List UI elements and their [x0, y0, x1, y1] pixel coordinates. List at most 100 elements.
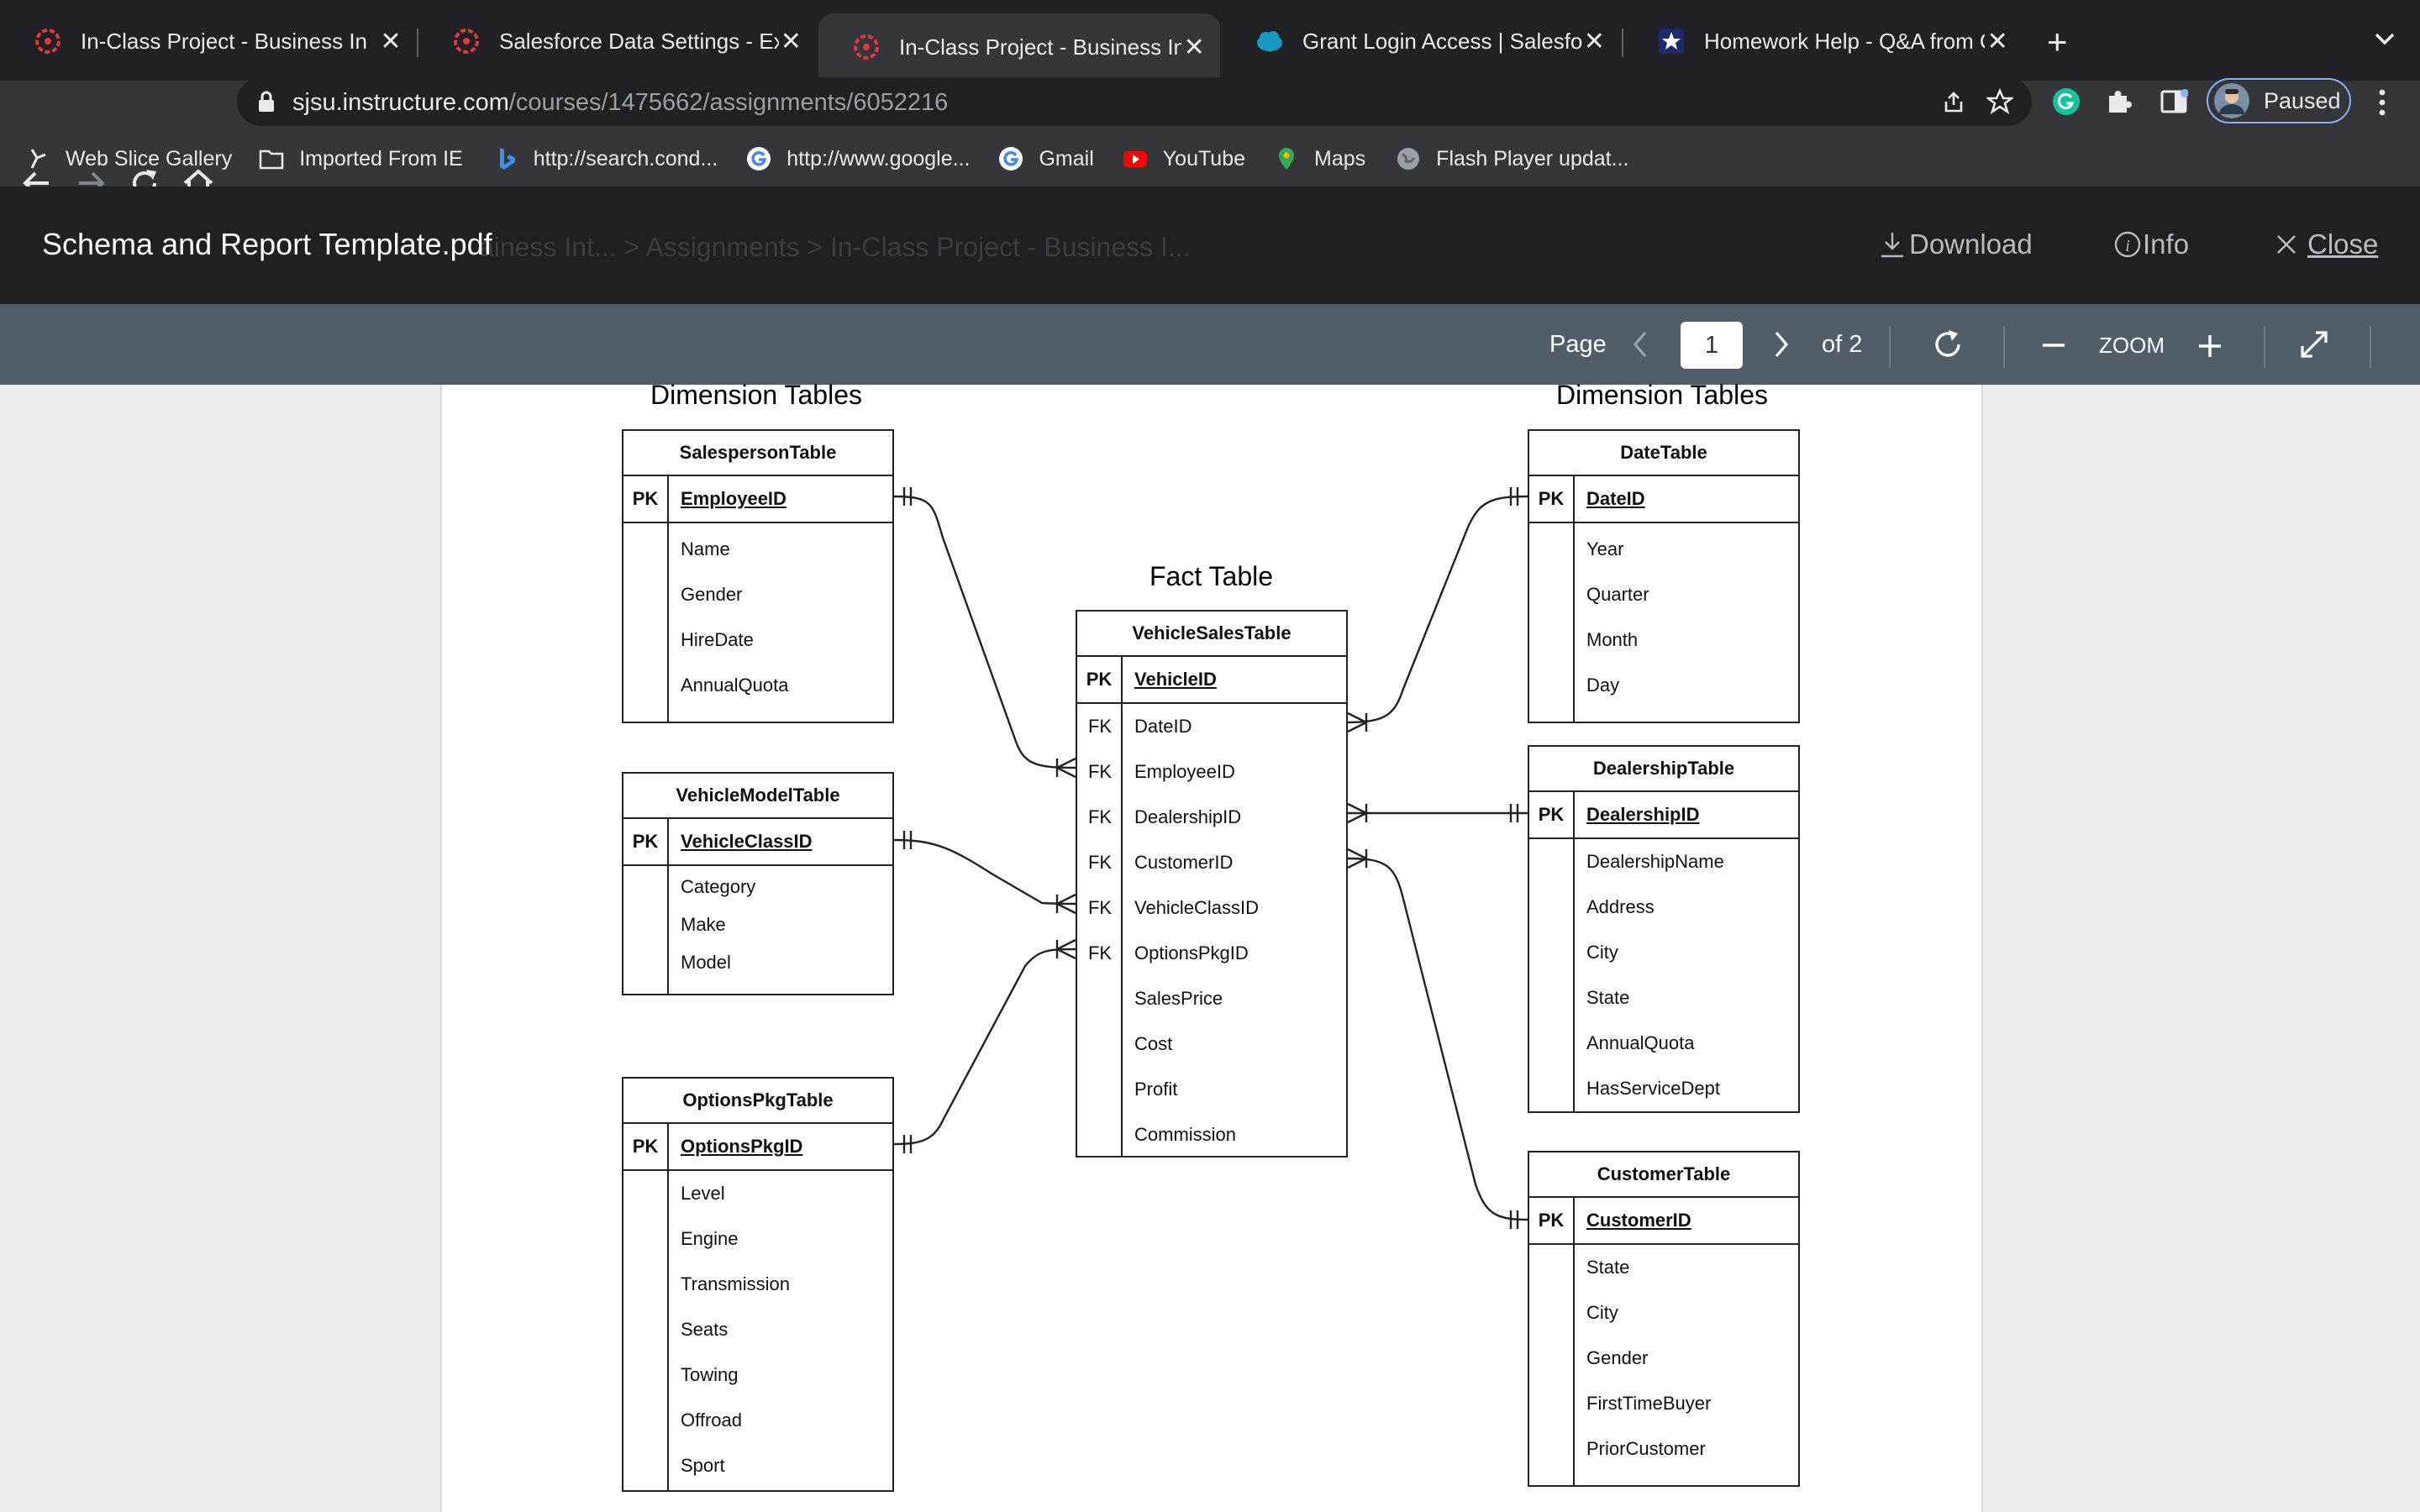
tab-1[interactable]: In-Class Project - Business Inte ✕: [0, 12, 417, 71]
share-icon[interactable]: [1941, 89, 1966, 114]
bookmark-star-icon[interactable]: [1986, 88, 2013, 115]
close-tab-icon[interactable]: ✕: [1183, 33, 1205, 61]
download-button[interactable]: Download: [1879, 228, 2033, 260]
canvas-logo-icon: [454, 29, 479, 54]
field: DealershipName: [1586, 851, 1724, 872]
info-icon: i: [2114, 231, 2141, 258]
close-tab-icon[interactable]: ✕: [780, 27, 802, 55]
bookmark-google[interactable]: http://www.google...: [746, 146, 970, 171]
reading-list-icon[interactable]: [2160, 87, 2188, 116]
lock-icon[interactable]: [257, 90, 276, 113]
field-row: DealershipName: [1529, 839, 1798, 885]
table-name: OptionsPkgTable: [623, 1079, 892, 1124]
field-row: Seats: [623, 1307, 892, 1352]
bookmark-label: Flash Player updat...: [1436, 146, 1629, 171]
tab-2[interactable]: Salesforce Data Settings - Extr ✕: [418, 12, 817, 71]
page-number-input[interactable]: 1: [1681, 322, 1743, 369]
field-row: Day: [1529, 663, 1798, 708]
vehicle-model-table: VehicleModelTable PK VehicleClassID Cate…: [622, 772, 894, 995]
pk-field: DealershipID: [1586, 804, 1700, 825]
close-tab-icon[interactable]: ✕: [380, 27, 402, 55]
pk-row: PK VehicleID: [1077, 657, 1346, 704]
dealership-table: DealershipTable PK DealershipID Dealersh…: [1528, 745, 1800, 1113]
url-text[interactable]: sjsu.instructure.com/courses/1475662/ass…: [292, 89, 948, 117]
column-divider: [1121, 704, 1123, 1156]
close-tab-icon[interactable]: ✕: [1583, 27, 1605, 55]
field-row: Profit: [1077, 1067, 1346, 1112]
youtube-icon: [1123, 151, 1147, 167]
profile-button[interactable]: Paused: [2207, 78, 2351, 123]
toolbar-divider: [1889, 326, 1891, 368]
field-row: Name: [623, 527, 892, 572]
tab-title: In-Class Project - Business Inte: [899, 34, 1182, 60]
field: HasServiceDept: [1586, 1078, 1720, 1099]
column-divider: [667, 1171, 669, 1490]
close-tab-icon[interactable]: ✕: [1986, 27, 2008, 55]
table-name: VehicleSalesTable: [1077, 612, 1346, 657]
pk-label: PK: [1529, 476, 1575, 522]
field: City: [1586, 942, 1618, 963]
toolbar-divider: [2264, 326, 2265, 368]
bookmark-label: http://search.cond...: [533, 146, 718, 171]
canvas-logo-icon: [854, 34, 879, 60]
field-row: Category: [623, 868, 892, 906]
field-row: City: [1529, 930, 1798, 975]
fk-label: FK: [1087, 897, 1113, 918]
info-label: Info: [2143, 228, 2190, 260]
bookmark-youtube[interactable]: YouTube: [1123, 146, 1245, 171]
profile-status: Paused: [2264, 87, 2341, 113]
bookmark-search-cond[interactable]: http://search.cond...: [493, 146, 718, 171]
tab-3[interactable]: In-Class Project - Business Inte ✕: [818, 13, 1220, 81]
field: Transmission: [681, 1273, 790, 1294]
new-tab-button[interactable]: +: [2047, 22, 2068, 61]
chevron-down-icon[interactable]: [2370, 24, 2400, 54]
field-row: Level: [623, 1171, 892, 1216]
google-icon: [747, 147, 771, 171]
rotate-icon[interactable]: [1931, 328, 1965, 361]
pk-label: PK: [1529, 792, 1575, 837]
column-divider: [667, 523, 669, 722]
grammarly-icon[interactable]: [2052, 87, 2081, 116]
field-row: Offroad: [623, 1398, 892, 1443]
bookmark-flash[interactable]: Flash Player updat...: [1396, 146, 1628, 171]
tab-4[interactable]: Grant Login Access | Salesforce ✕: [1222, 12, 1620, 71]
next-page-icon[interactable]: [1768, 329, 1793, 360]
field-row: AnnualQuota: [1529, 1021, 1798, 1066]
bookmark-gmail[interactable]: Gmail: [998, 146, 1094, 171]
field: DateID: [1134, 716, 1192, 737]
field-row: Quarter: [1529, 572, 1798, 617]
field-row: City: [1529, 1290, 1798, 1336]
close-button[interactable]: Close: [2274, 228, 2378, 260]
field: DealershipID: [1134, 806, 1242, 827]
right-section-title: Dimension Tables: [1556, 380, 1768, 410]
info-button[interactable]: i Info: [2114, 228, 2189, 260]
tab-title: Grant Login Access | Salesforce: [1302, 28, 1582, 54]
field-row: PriorCustomer: [1529, 1426, 1798, 1472]
tab-5[interactable]: Homework Help - Q&A from Or ✕: [1623, 12, 2023, 71]
pk-label: PK: [1529, 1198, 1575, 1243]
bookmark-maps[interactable]: Maps: [1274, 146, 1365, 171]
bookmark-imported[interactable]: Imported From IE: [259, 146, 463, 171]
bookmark-label: Gmail: [1039, 146, 1094, 171]
bookmark-label: Imported From IE: [299, 146, 463, 171]
pk-label: PK: [623, 476, 669, 522]
field: Model: [681, 951, 731, 973]
pk-field: EmployeeID: [681, 488, 786, 509]
previous-page-icon[interactable]: [1628, 329, 1654, 360]
table-name: CustomerTable: [1529, 1152, 1798, 1198]
address-bar[interactable]: sjsu.instructure.com/courses/1475662/ass…: [237, 77, 2030, 126]
field: State: [1586, 1257, 1630, 1278]
field-row: Gender: [623, 572, 892, 617]
field: Level: [681, 1183, 725, 1204]
field: Engine: [681, 1228, 739, 1249]
more-menu-icon[interactable]: [2373, 87, 2391, 118]
pk-label: PK: [623, 819, 669, 864]
pk-field: CustomerID: [1586, 1210, 1691, 1231]
fullscreen-icon[interactable]: [2297, 328, 2331, 361]
extensions-puzzle-icon[interactable]: [2104, 87, 2133, 116]
zoom-out-icon[interactable]: [2040, 333, 2067, 358]
bookmark-web-slice[interactable]: Web Slice Gallery: [25, 146, 232, 171]
zoom-in-icon[interactable]: [2196, 333, 2223, 360]
